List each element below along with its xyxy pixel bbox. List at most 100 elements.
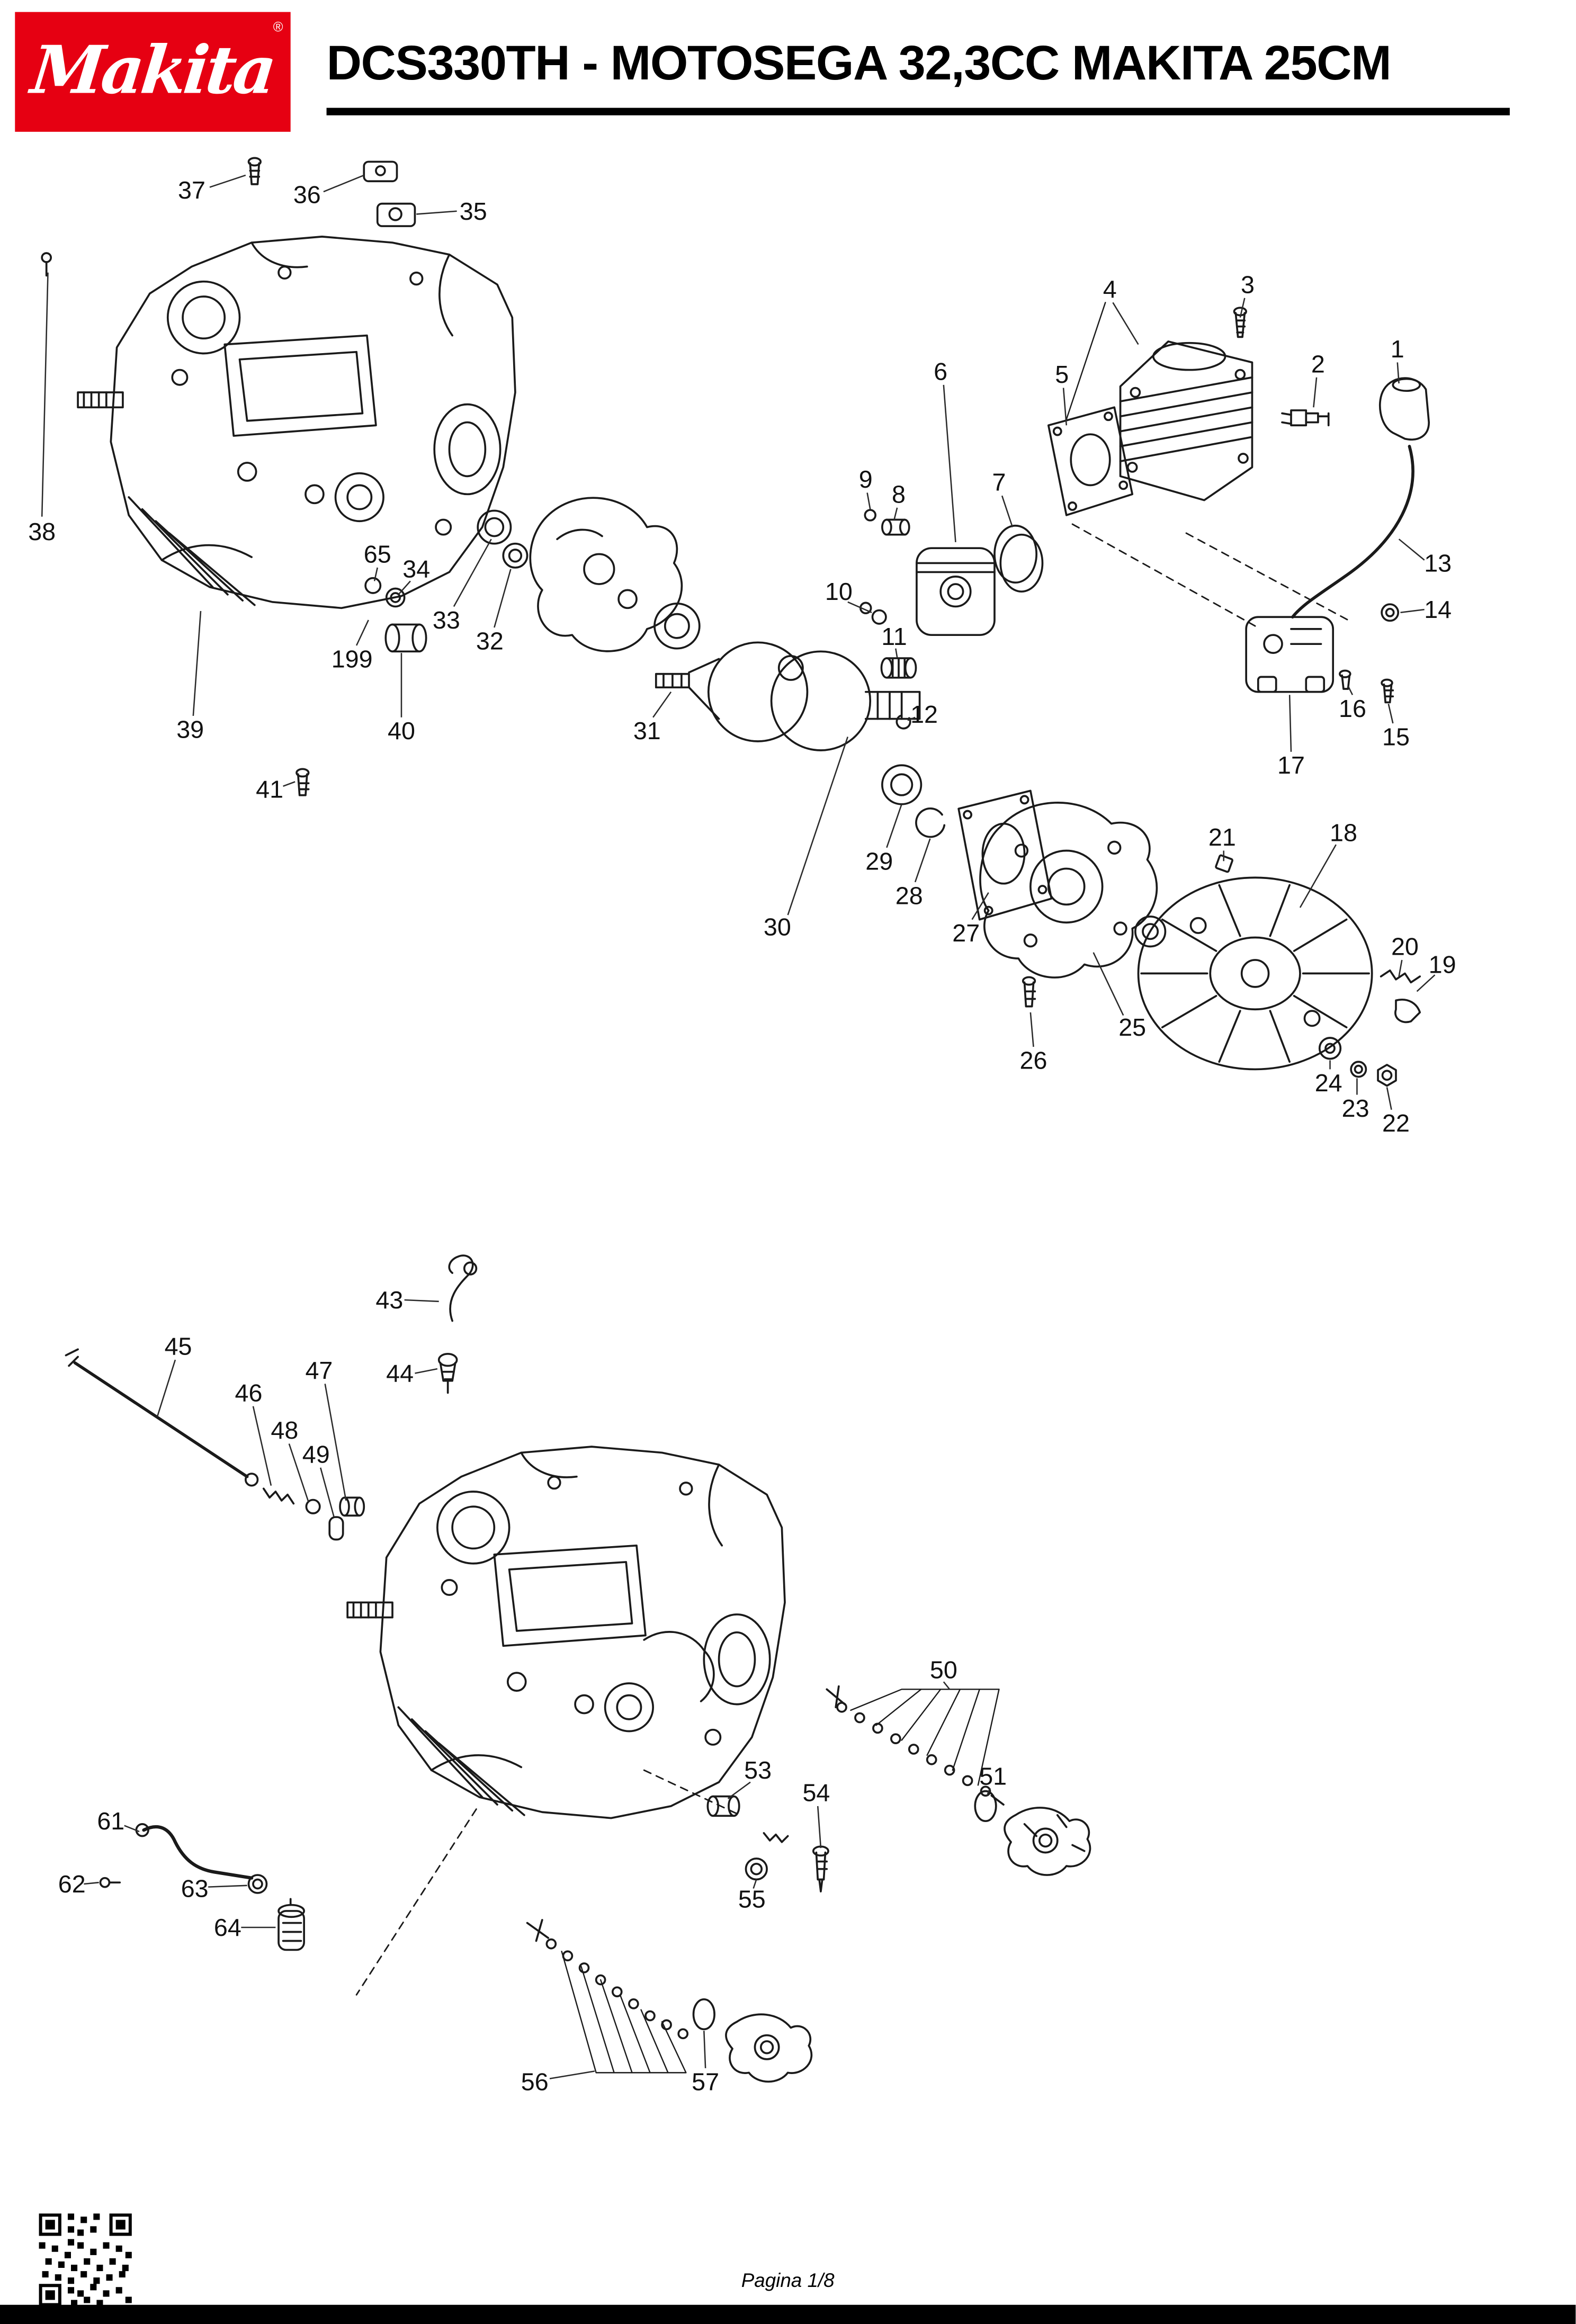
qr-code [39,2213,132,2307]
part-callout-50: 50 [930,1656,957,1684]
dashed-guide-bottom [355,1769,741,1996]
leader-line-50 [943,1681,951,1690]
part-callout-45: 45 [165,1333,192,1360]
registered-mark: ® [273,19,283,35]
leader-line-6 [943,384,956,542]
leader-line-22 [1386,1087,1392,1110]
filter-64 [277,1898,305,1951]
plunger-49 [328,1516,344,1541]
part-callout-49: 49 [302,1440,330,1468]
screw-54 [812,1845,829,1892]
leader-line-56 [549,2070,595,2079]
part-callout-6: 6 [934,357,947,385]
leader-line-65 [373,567,378,581]
cylinder [1119,340,1253,501]
leader-line-62 [84,1881,99,1885]
leader-line-14 [1400,608,1425,614]
bracket-line-4 [1065,302,1106,420]
part-callout-8: 8 [892,480,906,508]
leader-line-51 [986,1788,991,1796]
part-callout-17: 17 [1277,751,1305,779]
washer-48 [305,1499,321,1514]
part-callout-7: 7 [992,469,1006,496]
piston-rings [993,524,1044,593]
nut-23 [1350,1061,1367,1078]
grommet-44 [437,1352,458,1394]
leader-line-31 [652,691,672,718]
leader-line-54 [817,1806,822,1849]
pickup-body-57 [725,2013,813,2083]
leader-line-57 [703,2031,706,2068]
leader-line-38 [41,272,49,517]
bushing-55 [745,1858,768,1881]
pawl-spring-19-20 [1380,969,1421,1024]
part-callout-44: 44 [386,1360,414,1387]
part-callout-22: 22 [1382,1109,1410,1137]
leader-line-20 [1398,959,1403,977]
bearing-33 [477,509,512,545]
needle-bearing-11 [880,657,917,679]
ring-34 [385,587,406,608]
part-callout-54: 54 [802,1779,830,1806]
leader-line-12 [907,716,916,721]
leader-line-28 [914,838,931,883]
part-callout-41: 41 [256,776,283,803]
part-callout-65: 65 [364,540,391,568]
plate-35 [376,202,416,227]
part-callout-57: 57 [692,2068,719,2095]
seal-32 [502,542,529,569]
leader-line-25 [1093,952,1124,1016]
oring-57 [692,1998,715,2031]
part-callout-12: 12 [910,701,938,728]
part-callout-20: 20 [1391,932,1419,960]
woodruff-key-21 [1215,854,1233,873]
screw-37 [247,157,262,185]
screw-15 [1381,678,1394,704]
piston-pin-8 [881,518,910,536]
circlip-9 [864,509,876,522]
screw-16 [1339,669,1351,690]
leader-line-63 [208,1885,247,1888]
part-callout-4: 4 [1103,275,1117,303]
screw-26 [1022,976,1036,1008]
leader-line-10 [847,601,872,613]
washer-24 [1318,1037,1342,1060]
crankcase-upper [77,236,516,609]
part-callout-56: 56 [521,2068,549,2095]
leader-line-16 [1347,685,1354,695]
part-callout-5: 5 [1055,361,1069,388]
part-callout-63: 63 [181,1874,209,1902]
part-callout-47: 47 [305,1357,333,1384]
leader-line-199 [355,620,369,646]
leader-line-27 [971,892,989,920]
leader-line-36 [323,174,364,193]
clip-12 [896,715,911,730]
part-callout-23: 23 [1342,1094,1369,1122]
leader-line-30 [787,737,849,916]
oil-pipe-61 [135,1823,254,1880]
part-callout-199: 199 [332,645,373,672]
part-callout-51: 51 [979,1762,1007,1790]
page-number: Pagina 1/8 [741,2268,835,2292]
part-callout-46: 46 [235,1379,263,1406]
crankshaft [653,602,921,751]
leader-line-26 [1029,1012,1034,1047]
pickup-chain-50 [826,1685,1005,1806]
screw-41 [296,768,310,796]
leader-line-5 [1062,388,1068,426]
ignition-coil [1245,616,1335,693]
gasket-27 [957,789,1053,921]
leader-line-7 [1001,495,1014,527]
leader-line-55 [753,1879,757,1889]
oil-pump-body [529,497,683,652]
pin-47 [339,1496,365,1517]
part-callout-2: 2 [1311,350,1325,378]
cap-62 [99,1877,121,1888]
part-callout-21: 21 [1208,823,1236,851]
part-callout-1: 1 [1391,335,1404,363]
clip-10 [859,602,887,625]
cylinder-gasket [1047,406,1134,516]
leader-line-61 [124,1825,140,1833]
bushing-53 [706,1795,740,1817]
part-callout-38: 38 [28,518,56,545]
